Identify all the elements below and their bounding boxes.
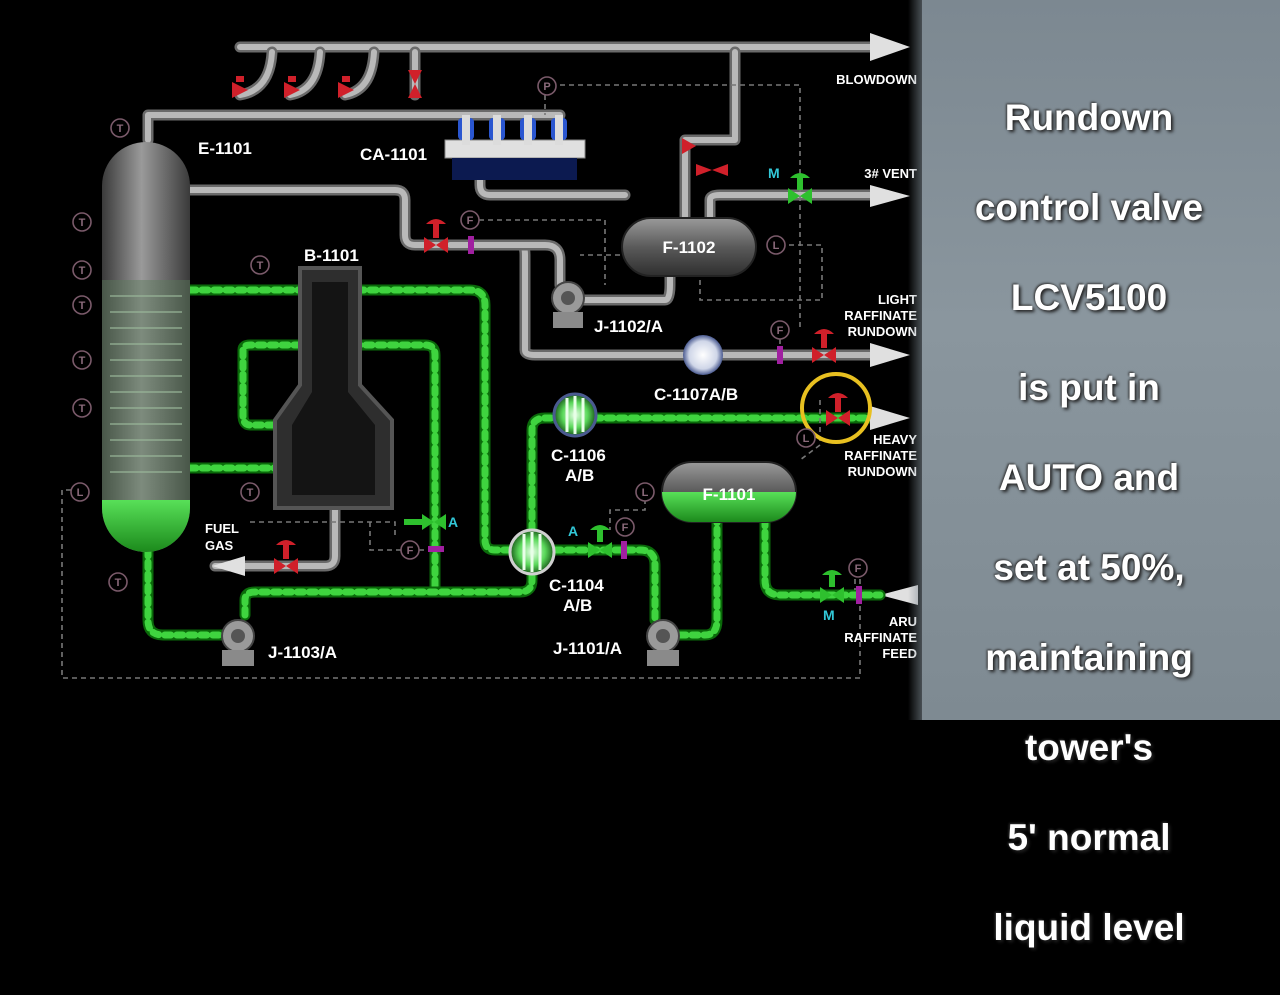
svg-text:L: L: [77, 487, 84, 499]
valve-vent: [788, 173, 812, 204]
valve-overhead-vent: [682, 138, 696, 154]
tag-c1104-line1: C-1104: [549, 576, 604, 595]
valve-reflux: [424, 219, 448, 253]
stream-fuel-2: GAS: [205, 538, 234, 553]
tag-c1104-line2: A/B: [563, 596, 592, 615]
tag-c1106-line2: A/B: [565, 466, 594, 485]
instrument-bubbles[interactable]: T T T T T T L T T T F P F L F L L F F: [70, 76, 868, 592]
stream-blowdown: BLOWDOWN: [836, 72, 917, 87]
drum-f1101[interactable]: [661, 461, 797, 523]
stream-light-3: RUNDOWN: [848, 324, 917, 339]
caption-line: set at 50%,: [993, 547, 1185, 588]
svg-text:F: F: [407, 545, 414, 557]
caption-line: is put in: [1018, 367, 1160, 408]
mode-indicator-furnace: A: [448, 514, 458, 530]
svg-text:L: L: [803, 433, 810, 445]
control-valves[interactable]: [232, 70, 850, 574]
vessel-c1104[interactable]: [508, 528, 556, 576]
pump-j1101[interactable]: [646, 619, 680, 666]
tag-j1102: J-1102/A: [594, 317, 663, 336]
svg-text:T: T: [257, 260, 264, 272]
svg-text:L: L: [642, 487, 649, 499]
tag-c1107: C-1107A/B: [654, 385, 738, 404]
valve-blowdown-4: [408, 70, 422, 98]
svg-text:T: T: [115, 577, 122, 589]
caption-line: control valve: [974, 187, 1204, 228]
valve-light-rundown: [812, 329, 836, 363]
mode-indicator-aru: M: [823, 607, 835, 623]
svg-text:T: T: [247, 487, 254, 499]
stream-heavy-1: HEAVY: [873, 432, 917, 447]
svg-text:F: F: [777, 325, 784, 337]
lcv5100-highlight-ring: [800, 372, 872, 444]
pump-j1103[interactable]: [221, 619, 255, 666]
tag-c1106-line1: C-1106: [551, 446, 606, 465]
mode-indicator-c1104: A: [568, 523, 578, 539]
svg-text:T: T: [79, 355, 86, 367]
stream-heavy-2: RAFFINATE: [844, 448, 917, 463]
caption-line: Rundown: [1004, 97, 1174, 138]
pump-j1102[interactable]: [551, 281, 585, 328]
valve-furnace-bypass: [404, 514, 446, 530]
caption-text: Rundown control valve LCV5100 is put in …: [934, 50, 1244, 995]
signal-lines: [61, 84, 861, 679]
process-flow-diagram: T T T T T T L T T T F P F L F L L F F M …: [61, 33, 918, 679]
tag-b1101: B-1101: [304, 246, 359, 265]
caption-panel: Rundown control valve LCV5100 is put in …: [908, 0, 1280, 948]
vessel-c1106[interactable]: [552, 392, 598, 438]
green-valves[interactable]: [404, 173, 844, 603]
valve-blowdown-3: [338, 76, 354, 98]
svg-text:F: F: [467, 215, 474, 227]
caption-line: LCV5100: [1010, 277, 1168, 318]
svg-text:T: T: [79, 217, 86, 229]
svg-text:T: T: [79, 300, 86, 312]
stream-heavy-3: RUNDOWN: [848, 464, 917, 479]
valve-overhead-return: [696, 164, 728, 176]
svg-text:T: T: [117, 123, 124, 135]
svg-text:T: T: [79, 265, 86, 277]
tag-ca1101: CA-1101: [360, 145, 427, 164]
svg-text:P: P: [543, 81, 550, 93]
stream-vent: 3# VENT: [864, 166, 917, 181]
svg-text:L: L: [773, 240, 780, 252]
drum-f1102[interactable]: [621, 217, 757, 277]
valve-blowdown-1: [232, 76, 248, 98]
tag-f1101: F-1101: [703, 485, 756, 504]
tag-j1103: J-1103/A: [268, 643, 337, 662]
furnace-b1101[interactable]: [273, 266, 394, 510]
caption-line: maintaining: [985, 637, 1193, 678]
stream-aru-2: RAFFINATE: [844, 630, 917, 645]
valve-c1104-out: [588, 525, 612, 558]
tag-e1101: E-1101: [198, 139, 252, 158]
stream-light-2: RAFFINATE: [844, 308, 917, 323]
caption-line: AUTO and: [998, 457, 1180, 498]
svg-text:F: F: [622, 522, 629, 534]
gray-pipes: [142, 33, 918, 605]
flow-elements: [428, 236, 862, 604]
valve-fuel-gas: [274, 540, 298, 574]
stream-fuel-1: FUEL: [205, 521, 239, 536]
vessel-c1107[interactable]: [683, 335, 723, 375]
valve-blowdown-2: [284, 76, 300, 98]
tag-f1102: F-1102: [663, 238, 716, 257]
caption-line: 5' normal: [1007, 817, 1171, 858]
mode-indicator-vent: M: [768, 165, 780, 181]
tag-j1101: J-1101/A: [553, 639, 622, 658]
stream-light-1: LIGHT: [878, 292, 917, 307]
caption-line: liquid level: [993, 907, 1185, 948]
valve-lcv5100: [826, 393, 850, 426]
stream-labels: BLOWDOWN 3# VENT LIGHT RAFFINATE RUNDOWN…: [205, 72, 917, 661]
valve-aru-feed: [820, 570, 844, 603]
svg-text:T: T: [79, 403, 86, 415]
svg-text:F: F: [855, 563, 862, 575]
tower-e1101[interactable]: [102, 142, 190, 552]
mode-indicators: M A A M: [448, 165, 835, 623]
air-cooler-ca1101[interactable]: [444, 115, 586, 180]
equipment-tags: E-1101 CA-1101 B-1101 F-1102 F-1101 J-11…: [198, 139, 755, 662]
caption-line: tower's: [1024, 727, 1154, 768]
